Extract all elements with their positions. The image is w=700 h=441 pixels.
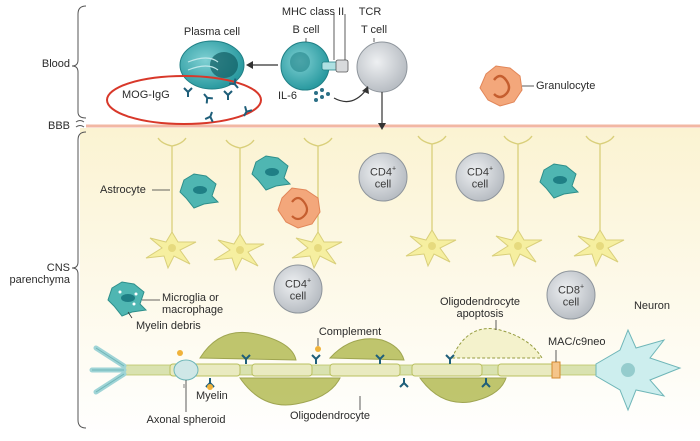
label-myelin: Myelin	[196, 390, 228, 402]
label-astrocyte: Astrocyte	[100, 184, 146, 196]
oligodendrocyte	[199, 331, 507, 406]
label-t-cell: T cell	[360, 24, 388, 36]
complement-markers	[177, 346, 491, 390]
label-b-cell: B cell	[292, 24, 320, 36]
label-mhc-class-ii: MHC class II	[281, 6, 345, 18]
region-cns: CNS parenchyma	[9, 262, 70, 286]
label-mog-igg: MOG-IgG	[122, 89, 170, 101]
label-complement: Complement	[318, 326, 382, 338]
neuron	[595, 328, 682, 412]
mhc-tcr-synapse	[321, 59, 349, 73]
il6-cytokines	[314, 88, 330, 102]
microglia-cells	[107, 155, 579, 317]
cd4-cell-shapes	[273, 152, 596, 320]
label-granulocyte: Granulocyte	[536, 80, 596, 92]
label-myelin-debris: Myelin debris	[136, 320, 201, 332]
label-oligo-apoptosis: Oligodendrocyte apoptosis	[439, 296, 521, 320]
t-cell	[356, 41, 408, 93]
cd8-cell: CD8+cell	[557, 283, 585, 309]
cd4-cell-a: CD4+cell	[369, 165, 397, 191]
granulocyte	[479, 65, 523, 107]
bbb-mark	[75, 120, 85, 128]
label-mac: MAC/c9neo	[548, 336, 606, 348]
cd4-cell-c: CD4+cell	[284, 277, 312, 303]
apoptotic-oligodendrocyte	[451, 328, 543, 359]
label-oligodendrocyte: Oligodendrocyte	[289, 410, 371, 422]
mog-igg-highlight	[106, 75, 262, 125]
blood-brace	[71, 5, 87, 119]
mac-complex	[551, 361, 561, 379]
cns-brace	[71, 131, 87, 429]
label-axonal-spheroid: Axonal spheroid	[146, 414, 226, 426]
label-tcr: TCR	[358, 6, 382, 18]
axonal-spheroid	[173, 359, 199, 381]
label-il6: IL-6	[278, 90, 297, 102]
cd4-cell-b: CD4+cell	[466, 165, 494, 191]
region-bbb: BBB	[47, 120, 70, 132]
label-microglia: Microglia or macrophage	[162, 292, 224, 316]
region-blood: Blood	[41, 58, 70, 70]
granulocyte-cns	[277, 187, 321, 229]
label-plasma-cell: Plasma cell	[183, 26, 241, 38]
arrow-il6-to-t	[333, 89, 367, 103]
myelin-segments	[169, 363, 555, 377]
label-neuron: Neuron	[633, 300, 671, 312]
